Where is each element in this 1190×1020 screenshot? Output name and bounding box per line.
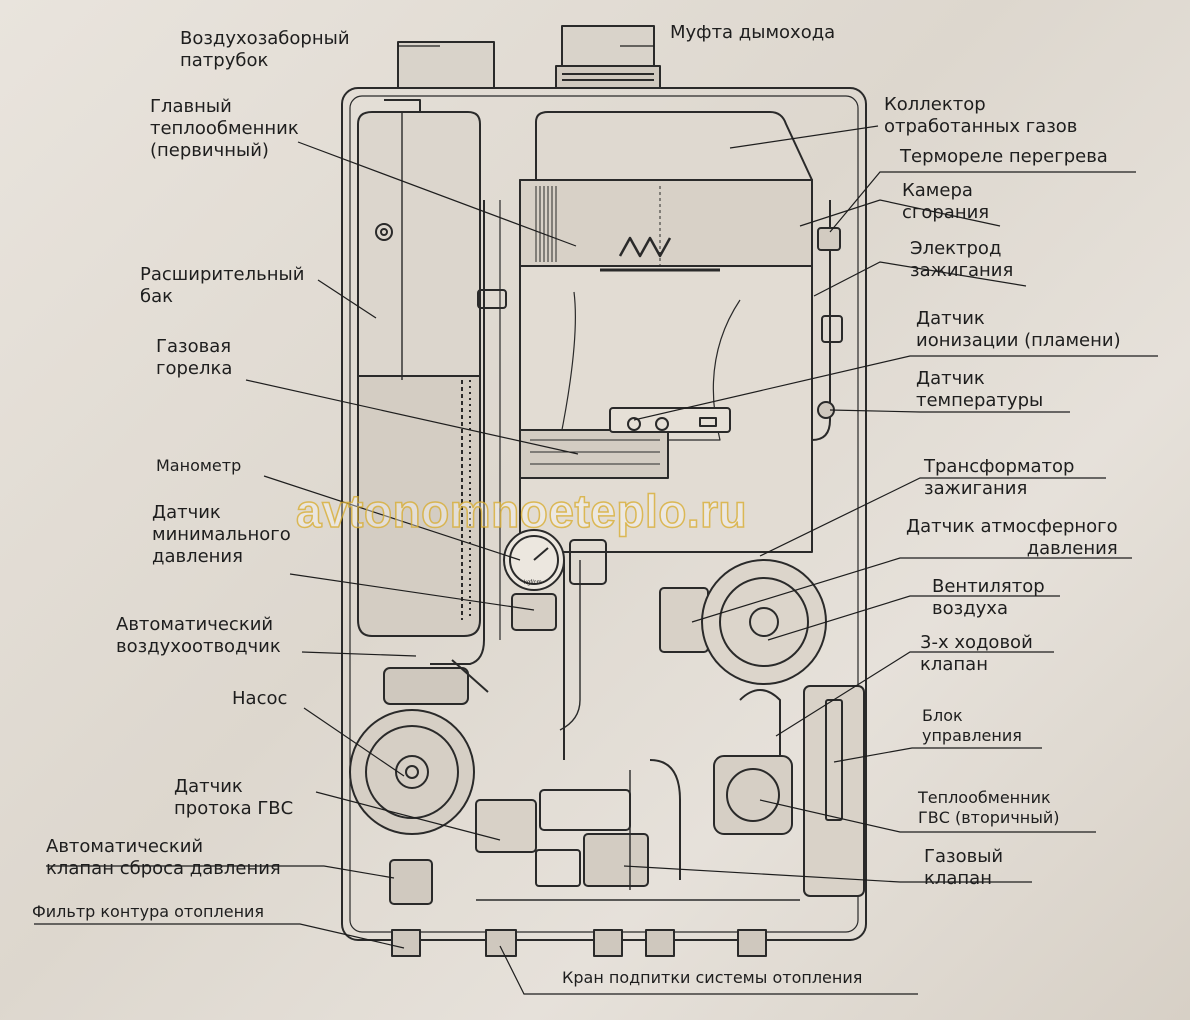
expansion-tank — [357, 111, 481, 377]
label-overheat-thermostat: Термореле перегрева — [900, 146, 1108, 167]
leader-lines — [34, 45, 1158, 995]
label-pump: Насос — [232, 688, 288, 709]
makeup-tap — [485, 929, 517, 957]
label-heating-filter: Фильтр контура отопления — [32, 902, 265, 921]
label-manometer: Манометр — [156, 456, 242, 475]
expansion-tank-lower — [357, 375, 481, 637]
control-unit — [803, 685, 865, 897]
flue-coupling — [561, 25, 655, 69]
gas-valve — [583, 833, 649, 887]
atm-pressure-sensor — [659, 587, 709, 653]
air-intake-pipe — [397, 41, 495, 89]
tank-valve — [375, 223, 393, 241]
filter-connection — [391, 929, 421, 957]
overheat-thermostat — [817, 227, 841, 251]
min-pressure-sensor — [511, 593, 557, 631]
main-heat-exchanger — [519, 179, 813, 267]
label-flue-coupling: Муфта дымохода — [670, 22, 836, 43]
watermark: avtonomnoeteplo.ru — [295, 484, 748, 538]
relief-valve — [389, 859, 433, 905]
gauge-text: kgf/cm — [524, 580, 542, 586]
exhaust-collector — [535, 111, 813, 181]
dhw-flow-sensor — [475, 799, 537, 853]
label-makeup-tap: Кран подпитки системы отопления — [562, 968, 863, 987]
right-pipe — [811, 200, 831, 441]
ignition-electrode — [655, 417, 669, 431]
auto-air-vent — [383, 667, 469, 705]
ionization-electrode — [627, 417, 641, 431]
gas-burner — [519, 429, 669, 479]
dhw-heat-exchanger — [713, 755, 793, 835]
pump — [349, 709, 475, 835]
flue-coupling-base — [555, 65, 661, 89]
